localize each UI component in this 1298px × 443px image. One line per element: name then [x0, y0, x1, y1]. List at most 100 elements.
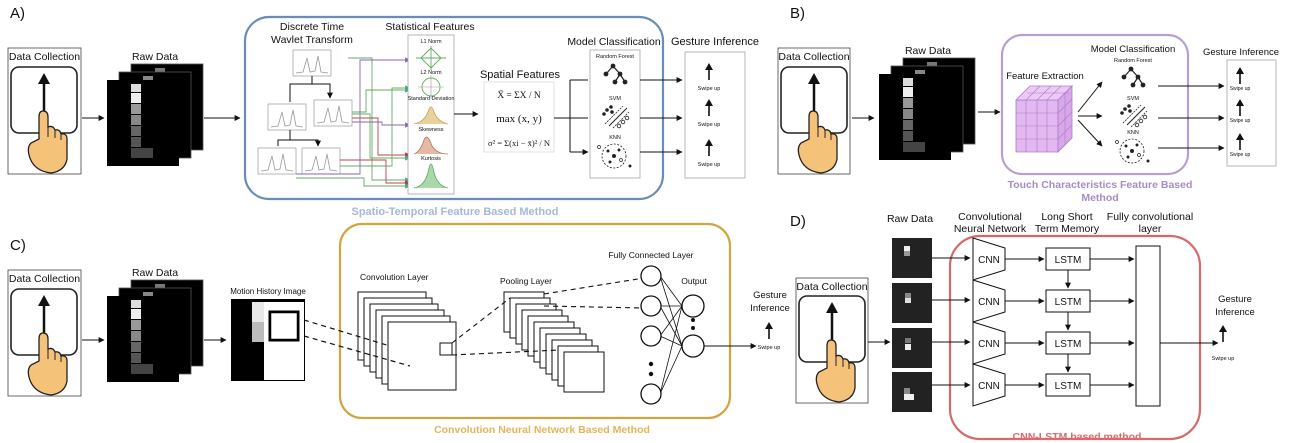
convolution-layer-stack — [357, 291, 457, 391]
lstm-block-label: LSTM — [1055, 297, 1082, 308]
swipe-up-label: Swipe up — [698, 162, 721, 168]
lstm-block-label: LSTM — [1055, 381, 1082, 392]
raw-data-frames — [107, 64, 203, 166]
data-collection-label: Data Collection — [9, 273, 80, 285]
gesture-inference-label-line1: Gesture — [1218, 294, 1252, 305]
output-label: Output — [681, 276, 707, 286]
random-forest-label: Random Forest — [596, 54, 634, 60]
skewness-label: Skewness — [418, 127, 443, 133]
lstm-block-label: LSTM — [1055, 339, 1082, 350]
gesture-inference-label-line1: Gesture — [753, 290, 787, 301]
swipe-up-label: Swipe up — [1212, 356, 1235, 362]
signal-plot — [257, 147, 297, 175]
signal-plot — [313, 99, 353, 127]
skewness-icon — [413, 136, 449, 155]
raw-data-frames — [107, 280, 203, 382]
l1-norm-label: L1 Norm — [420, 39, 442, 45]
panel-c-letter: C) — [10, 237, 26, 254]
panel-b: B) Data Collection Raw Data Feature Extr… — [777, 5, 1279, 204]
raw-data-label: Raw Data — [132, 51, 178, 63]
swipe-up-label: Swipe up — [698, 86, 721, 92]
model-classification-label: Model Classification — [567, 36, 661, 48]
raw-data-label: Raw Data — [905, 45, 951, 57]
feature-extraction-label: Feature Extraction — [1006, 71, 1084, 82]
kurtosis-icon — [413, 163, 449, 189]
swipe-up-label: Swipe up — [1230, 86, 1251, 92]
conv-layer-label: Convolution Layer — [360, 272, 429, 282]
gesture-inference-label-line2: Inference — [1215, 307, 1255, 318]
fc-layer-label: Fully Connected Layer — [608, 250, 693, 260]
panel-c: C) Data Collection Raw Data Motion Histo… — [7, 222, 790, 436]
cnn-lstm-method-label: CNN-LSTM based method — [1013, 431, 1142, 443]
pooling-layer-stack — [503, 291, 605, 393]
svm-label: SVM — [1127, 96, 1139, 102]
raw-data-label: Raw Data — [887, 213, 933, 225]
touch-characteristics-method-label-line1: Touch Characteristics Feature Based — [1008, 179, 1193, 191]
svm-icon — [1119, 103, 1148, 128]
lstm-blocks — [1045, 247, 1091, 397]
knn-label: KNN — [1127, 130, 1139, 136]
cnn-header-line2: Neural Network — [954, 223, 1027, 235]
cnn-block-label: CNN — [978, 297, 1000, 308]
up-arrow-icon — [764, 321, 774, 340]
swipe-up-label: Swipe up — [1230, 152, 1251, 158]
fc-header-line2: layer — [1139, 223, 1162, 235]
cnn-block-label: CNN — [978, 339, 1000, 350]
gesture-inference-label: Gesture Inference — [1203, 47, 1279, 58]
std-dev-label: Standard Deviation — [408, 96, 455, 102]
fc-neurons — [640, 265, 705, 405]
touch-characteristics-method-box — [1000, 33, 1190, 176]
gesture-inference-label: Gesture Inference — [671, 36, 759, 48]
fc-connections — [659, 275, 683, 395]
pool-layer-label: Pooling Layer — [500, 276, 552, 286]
formula-variance: σ² = Σ(xi − x̄)² / N — [488, 138, 550, 148]
feature-cube-icon — [1015, 85, 1073, 153]
gesture-inference-label-line2: Inference — [750, 303, 790, 314]
cnn-blocks — [972, 237, 1006, 407]
fc-header-line1: Fully convolutional — [1107, 211, 1193, 223]
random-forest-label: Random Forest — [1114, 58, 1152, 64]
dtwt-label-line2: Wavlet Transform — [271, 34, 353, 46]
signal-plot — [301, 147, 341, 175]
lstm-header-line1: Long Short — [1041, 211, 1092, 223]
spatio-temporal-method-box — [243, 15, 665, 201]
model-classification-label: Model Classification — [1091, 44, 1175, 55]
cnn-method-label: Convolution Neural Network Based Method — [434, 424, 650, 436]
swipe-up-label: Swipe up — [698, 122, 721, 128]
formula-max: max (x, y) — [496, 113, 542, 125]
raw-frame-sequence — [892, 238, 932, 412]
panel-d-letter: D) — [790, 213, 806, 230]
knn-label: KNN — [609, 135, 621, 141]
signal-plot — [267, 103, 307, 131]
spatial-features-label: Spatial Features — [480, 69, 561, 81]
lstm-header-line2: Term Memory — [1035, 223, 1100, 235]
formula-mean: X̄ = ΣX / N — [497, 89, 541, 101]
raw-data-frames — [879, 58, 975, 160]
gesture-inference-box — [684, 51, 746, 179]
touch-characteristics-method-label-line2: Method — [1081, 192, 1118, 204]
data-collection-label: Data Collection — [778, 51, 849, 63]
panel-d: D) Raw Data Convolutional Neural Network… — [790, 211, 1255, 443]
mhi-label: Motion History Image — [230, 287, 306, 296]
lstm-block-label: LSTM — [1055, 255, 1082, 266]
neuron-ellipsis-icon — [648, 318, 695, 377]
svm-label: SVM — [609, 96, 621, 102]
signal-plot — [292, 49, 332, 77]
l1-norm-icon — [416, 46, 446, 70]
cnn-method-box — [338, 222, 732, 420]
decision-tree-icon — [1120, 65, 1147, 89]
raw-data-label: Raw Data — [132, 267, 178, 279]
panel-a: A) Data Collection Raw Data Discrete Tim… — [7, 5, 759, 218]
motion-history-image — [231, 299, 305, 381]
swipe-up-label: Swipe up — [1230, 118, 1251, 124]
cnn-header-line1: Convolutional — [958, 211, 1022, 223]
knn-icon — [1115, 138, 1150, 164]
dtwt-label-line1: Discrete Time — [280, 21, 344, 33]
cnn-block-label: CNN — [978, 255, 1000, 266]
cnn-block-label: CNN — [978, 381, 1000, 392]
kurtosis-label: Kurtosis — [421, 156, 441, 162]
statistical-features-label: Statistical Features — [385, 21, 474, 33]
data-collection-label: Data Collection — [9, 51, 80, 63]
fully-convolutional-layer — [1135, 245, 1161, 407]
